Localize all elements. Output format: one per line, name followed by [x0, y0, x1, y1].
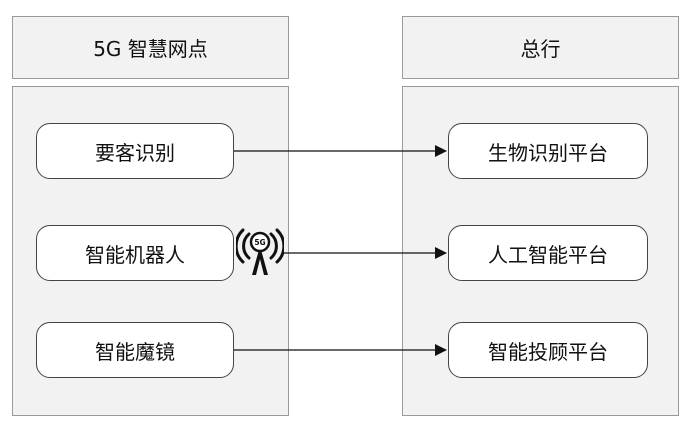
robo-advisor-platform-label: 智能投顾平台 [488, 339, 608, 364]
smart-robot-node: 智能机器人 [36, 225, 234, 281]
vip-recognition-node: 要客识别 [36, 123, 234, 179]
ai-platform-label: 人工智能平台 [488, 242, 608, 267]
ai-platform-node: 人工智能平台 [448, 225, 648, 281]
biometric-platform-node: 生物识别平台 [448, 123, 648, 179]
5g-antenna-icon: 5G [236, 228, 284, 275]
branch-header: 5G 智慧网点 [12, 16, 289, 79]
antenna-5g-label: 5G [254, 238, 265, 247]
smart-robot-label: 智能机器人 [85, 242, 185, 267]
branch-title: 5G 智慧网点 [93, 37, 208, 61]
smart-mirror-node: 智能魔镜 [36, 322, 234, 378]
smart-mirror-label: 智能魔镜 [95, 339, 175, 364]
vip-recognition-label: 要客识别 [95, 140, 175, 165]
biometric-platform-label: 生物识别平台 [488, 140, 608, 165]
head-office-title: 总行 [520, 37, 561, 61]
head-office-header: 总行 [402, 16, 679, 79]
robo-advisor-platform-node: 智能投顾平台 [448, 322, 648, 378]
